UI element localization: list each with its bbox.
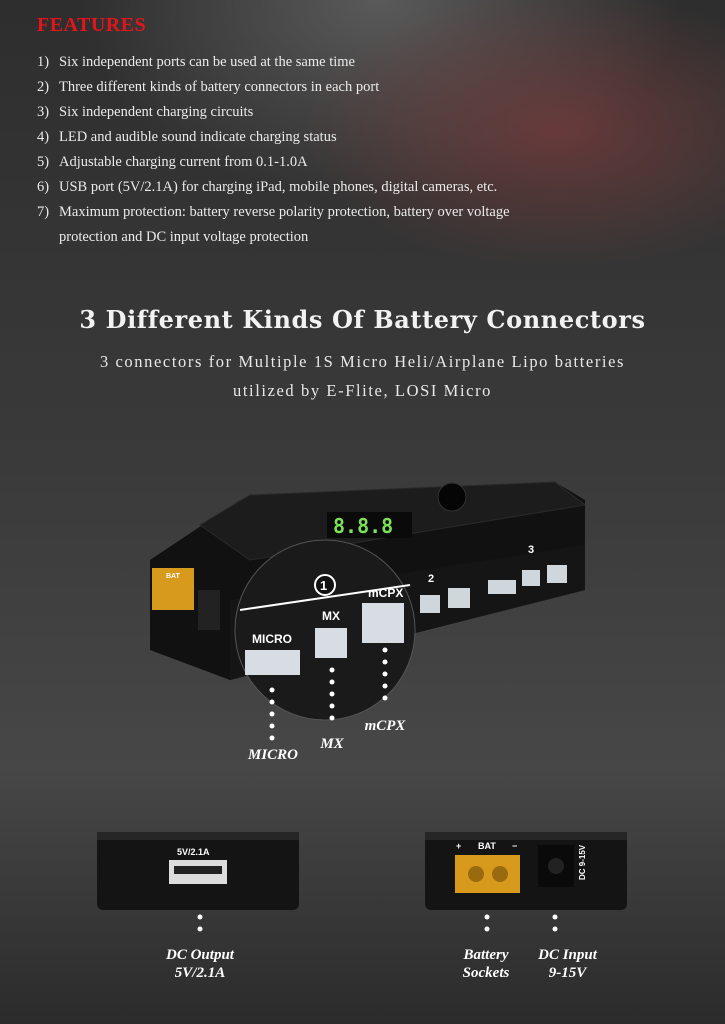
mcpx-connector: [362, 603, 404, 643]
feature-item: 2) Three different kinds of battery conne…: [37, 79, 379, 96]
feature-text: Six independent ports can be used at the…: [59, 54, 355, 70]
feature-text: Six independent charging circuits: [59, 104, 254, 120]
display-text: 8.8.8: [333, 514, 393, 538]
led-display: [327, 512, 412, 538]
svg-text:−: −: [512, 841, 517, 851]
features-title: FEATURES: [37, 14, 147, 36]
feature-item: 6) USB port (5V/2.1A) for charging iPad, …: [37, 179, 497, 196]
feature-text: Maximum protection: battery reverse pola…: [59, 204, 510, 220]
battery-sockets-label: Battery Sockets: [446, 946, 526, 982]
mx-connector: [315, 628, 347, 658]
feature-num: 6): [37, 179, 50, 195]
section-heading: 3 Different Kinds Of Battery Connectors: [79, 305, 646, 334]
mcpx-label: mCPX: [364, 718, 406, 734]
svg-text:DC 9-15V: DC 9-15V: [578, 844, 587, 880]
dc-input-label: DC Input 9-15V: [525, 946, 610, 982]
charger-main: 8.8.8 BAT 2 3 1 MICRO MX mCPX: [150, 481, 587, 721]
svg-text:1: 1: [320, 578, 327, 593]
feature-item: 5) Adjustable charging current from 0.1-1…: [37, 154, 308, 171]
feature-item: 1) Six independent ports can be used at t…: [37, 54, 355, 71]
section-subtitle-1: 3 connectors for Multiple 1S Micro Heli/…: [99, 352, 626, 371]
dc-output-label: DC Output 5V/2.1A: [140, 946, 260, 982]
svg-text:+: +: [456, 841, 461, 851]
micro-label: MICRO: [247, 747, 299, 763]
feature-num: 7): [37, 204, 50, 220]
dc-output-line1: DC Output: [166, 947, 234, 963]
feature-item: 3) Six independent charging circuits: [37, 104, 253, 121]
feature-num: 4): [37, 129, 50, 145]
battery-sockets-line2: Sockets: [462, 965, 510, 981]
feature-text: Adjustable charging current from 0.1-1.0…: [59, 154, 308, 170]
feature-text: LED and audible sound indicate charging …: [59, 129, 337, 145]
feature-num: 2): [37, 79, 50, 95]
feature-item: 4) LED and audible sound indicate chargin…: [37, 129, 337, 146]
dc-input-line1: DC Input: [538, 947, 597, 963]
mx-port-label: MX: [322, 609, 340, 623]
section-subtitle-2: utilized by E-Flite, LOSI Micro: [232, 381, 493, 400]
charger-usb-side: 5V/2.1A: [97, 832, 299, 910]
charger-power-side: + BAT − DC 9-15V: [425, 832, 627, 910]
feature-item-cont: protection and DC input voltage protecti…: [59, 229, 309, 245]
micro-port-label: MICRO: [252, 632, 292, 646]
xt60-icon: [152, 568, 194, 610]
xt60-socket-icon: [455, 855, 520, 893]
svg-text:5V/2.1A: 5V/2.1A: [177, 847, 210, 857]
micro-connector: [245, 650, 300, 675]
battery-sockets-line1: Battery: [463, 947, 509, 963]
dc-input-line2: 9-15V: [548, 965, 587, 981]
mx-label: MX: [320, 736, 344, 752]
feature-text: USB port (5V/2.1A) for charging iPad, mo…: [59, 179, 498, 195]
svg-text:2: 2: [428, 573, 434, 585]
svg-text:BAT: BAT: [166, 573, 181, 580]
dc-output-line2: 5V/2.1A: [174, 965, 226, 981]
adjust-knob: [437, 482, 467, 512]
feature-text: Three different kinds of battery connect…: [59, 79, 380, 95]
feature-num: 1): [37, 54, 50, 70]
svg-text:3: 3: [528, 544, 534, 556]
svg-text:BAT: BAT: [478, 841, 496, 851]
mcpx-port-label: mCPX: [368, 586, 403, 600]
feature-num: 3): [37, 104, 50, 120]
feature-item: 7) Maximum protection: battery reverse po…: [37, 204, 510, 221]
feature-num: 5): [37, 154, 50, 170]
